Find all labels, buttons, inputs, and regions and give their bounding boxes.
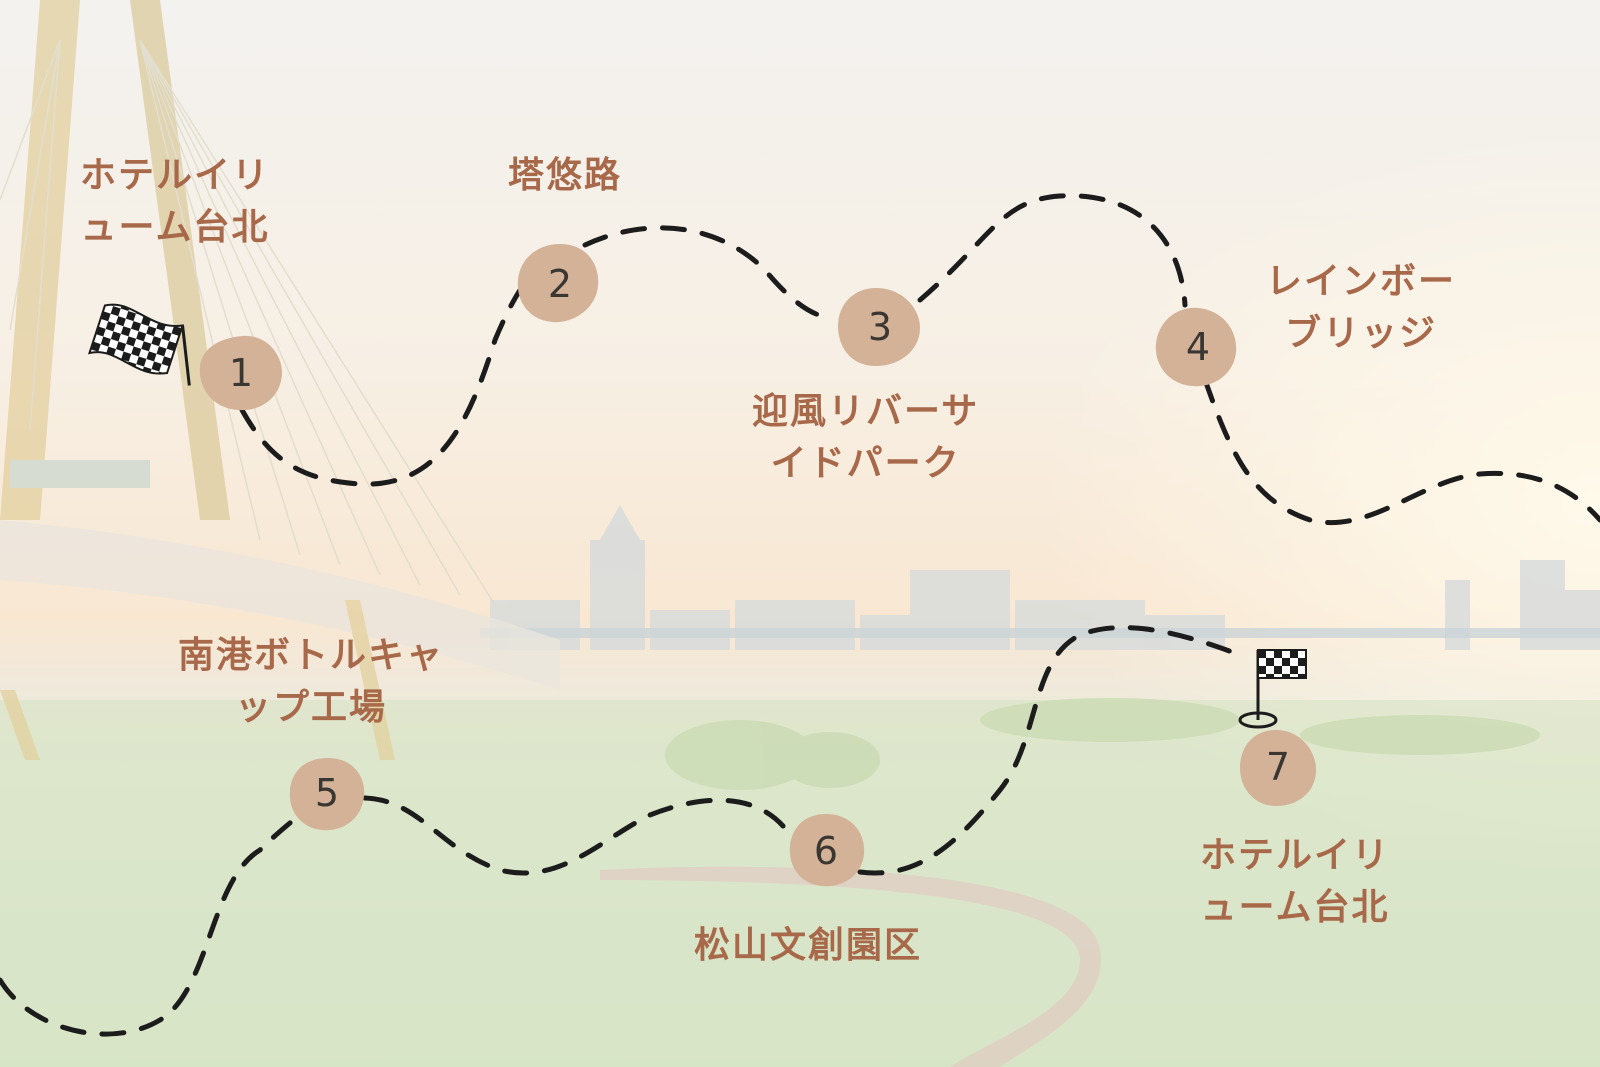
start-flag-icon [87,303,191,386]
stop-number: 5 [315,771,339,815]
stop-marker-5[interactable]: 5 [289,758,365,831]
stop-label-2: 塔悠路 [508,155,623,196]
stop-number: 6 [814,829,838,873]
stop-label-7: ホテルイリ ューム台北 [1200,835,1391,928]
stop-label-1: ホテルイリ ューム台北 [80,155,271,248]
stop-label-3: 迎風リバーサ イドパーク [752,391,980,484]
stop-marker-1[interactable]: 1 [199,335,282,411]
stop-label-4: レインボー ブリッジ [1266,261,1457,354]
stop-label-6: 松山文創園区 [694,925,923,966]
stop-label-5: 南港ボトルキャ ップ工場 [178,635,445,728]
stop-number: 7 [1266,745,1290,789]
stop-marker-6[interactable]: 6 [789,814,865,887]
stop-marker-7[interactable]: 7 [1240,730,1316,806]
stop-marker-3[interactable]: 3 [838,288,920,366]
finish-golf-flag-icon [1238,649,1307,729]
elevated-highway [480,628,1600,638]
tree-clumps [665,698,1540,790]
stop-number: 1 [229,351,253,395]
stop-marker-2[interactable]: 2 [517,244,599,323]
stop-number: 2 [548,262,572,306]
stop-number: 4 [1186,325,1210,369]
stop-number: 3 [868,305,892,349]
stop-marker-4[interactable]: 4 [1155,307,1237,387]
